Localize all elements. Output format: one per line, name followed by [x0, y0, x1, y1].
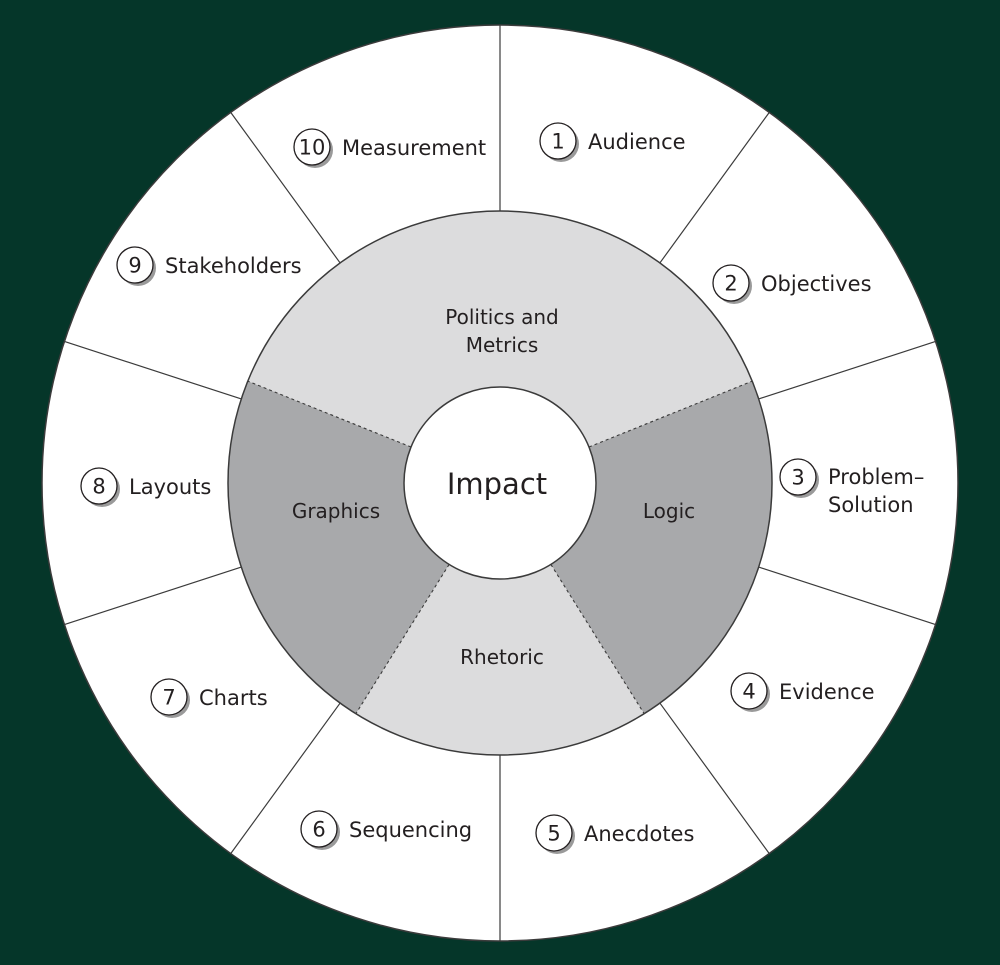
sector-label-logic: Logic [643, 499, 695, 523]
number-badge [730, 672, 768, 710]
number-badge-text: 3 [791, 466, 804, 490]
number-badge [300, 810, 338, 848]
sector-rhetoric [355, 483, 645, 756]
outer-item-label: Layouts [129, 475, 211, 499]
outer-divider-line [230, 112, 341, 264]
number-badge-text: 5 [547, 822, 560, 846]
number-badge [712, 264, 750, 302]
sector-divider-dashed [247, 380, 412, 448]
number-badge-text: 4 [742, 680, 755, 704]
sector-divider-dashed [588, 380, 753, 448]
outer-item-6: 6 Sequencing [300, 810, 472, 850]
outer-item-label: Objectives [761, 272, 872, 296]
outer-ring-labels: 1 Audience 2 Objectives 3 Problem– Solution 4 Ev… [80, 122, 924, 854]
number-badge-text: 9 [128, 254, 141, 278]
outer-item-label-line: Anecdotes [584, 822, 694, 846]
center-hub: Impact [403, 386, 597, 580]
sector-politics-and-metrics [247, 210, 753, 483]
sector-label-graphics: Graphics [292, 499, 380, 523]
number-badge-text: 2 [724, 272, 737, 296]
sector-label-rhetoric: Rhetoric [460, 645, 544, 669]
outer-item-2: 2 Objectives [712, 264, 872, 304]
sector-label-line: Rhetoric [460, 645, 544, 669]
outer-item-label-line: Charts [199, 686, 268, 710]
outer-item-label: Evidence [779, 680, 875, 704]
outer-divider-line [758, 340, 936, 400]
center-circle [403, 386, 597, 580]
outer-divider-line [230, 702, 341, 854]
number-badge [116, 246, 154, 284]
outer-item-label: Problem– Solution [828, 465, 924, 517]
outer-item-9: 9 Stakeholders [116, 246, 302, 286]
outer-item-4: 4 Evidence [730, 672, 875, 712]
outer-item-label: Measurement [342, 136, 486, 160]
outer-item-label: Audience [588, 130, 686, 154]
sector-label-line: Metrics [466, 333, 539, 357]
number-badge-text: 10 [299, 136, 326, 160]
outer-item-7: 7 Charts [150, 678, 268, 718]
sector-divider-dashed [355, 564, 450, 714]
number-badge [535, 814, 573, 852]
outer-item-label-line: Layouts [129, 475, 211, 499]
outer-divider-line [64, 340, 242, 400]
sector-label-line: Graphics [292, 499, 380, 523]
outer-item-8: 8 Layouts [80, 467, 211, 507]
number-badge-text: 6 [312, 818, 325, 842]
sector-label-line: Logic [643, 499, 695, 523]
outer-item-label-line: Audience [588, 130, 686, 154]
number-badge-text: 1 [551, 130, 564, 154]
outer-item-label: Anecdotes [584, 822, 694, 846]
outer-item-label-line: Sequencing [349, 818, 472, 842]
number-badge [779, 458, 817, 496]
outer-item-5: 5 Anecdotes [535, 814, 694, 854]
outer-item-label-line: Stakeholders [165, 254, 302, 278]
outer-item-label-line: Evidence [779, 680, 875, 704]
outer-item-label: Sequencing [349, 818, 472, 842]
outer-item-1: 1 Audience [539, 122, 686, 162]
outer-item-label: Stakeholders [165, 254, 302, 278]
number-badge [539, 122, 577, 160]
number-badge [150, 678, 188, 716]
outer-item-label-line: Objectives [761, 272, 872, 296]
outer-divider-line [64, 566, 242, 626]
number-badge-text: 8 [92, 475, 105, 499]
outer-divider-line [659, 702, 770, 854]
outer-item-label: Charts [199, 686, 268, 710]
outer-item-3: 3 Problem– Solution [779, 458, 924, 517]
outer-divider-line [758, 566, 936, 626]
number-badge [293, 128, 331, 166]
sector-label-line: Politics and [445, 305, 559, 329]
number-badge [80, 467, 118, 505]
inner-ring-outline [227, 210, 773, 756]
outer-item-10: 10 Measurement [293, 128, 486, 168]
number-badge-text: 7 [162, 686, 175, 710]
outer-item-label-line: Solution [828, 493, 914, 517]
center-label: Impact [447, 467, 547, 501]
outer-divider-line [659, 112, 770, 264]
sector-divider-dashed [550, 564, 645, 714]
outer-item-label-line: Problem– [828, 465, 924, 489]
outer-item-label-line: Measurement [342, 136, 486, 160]
